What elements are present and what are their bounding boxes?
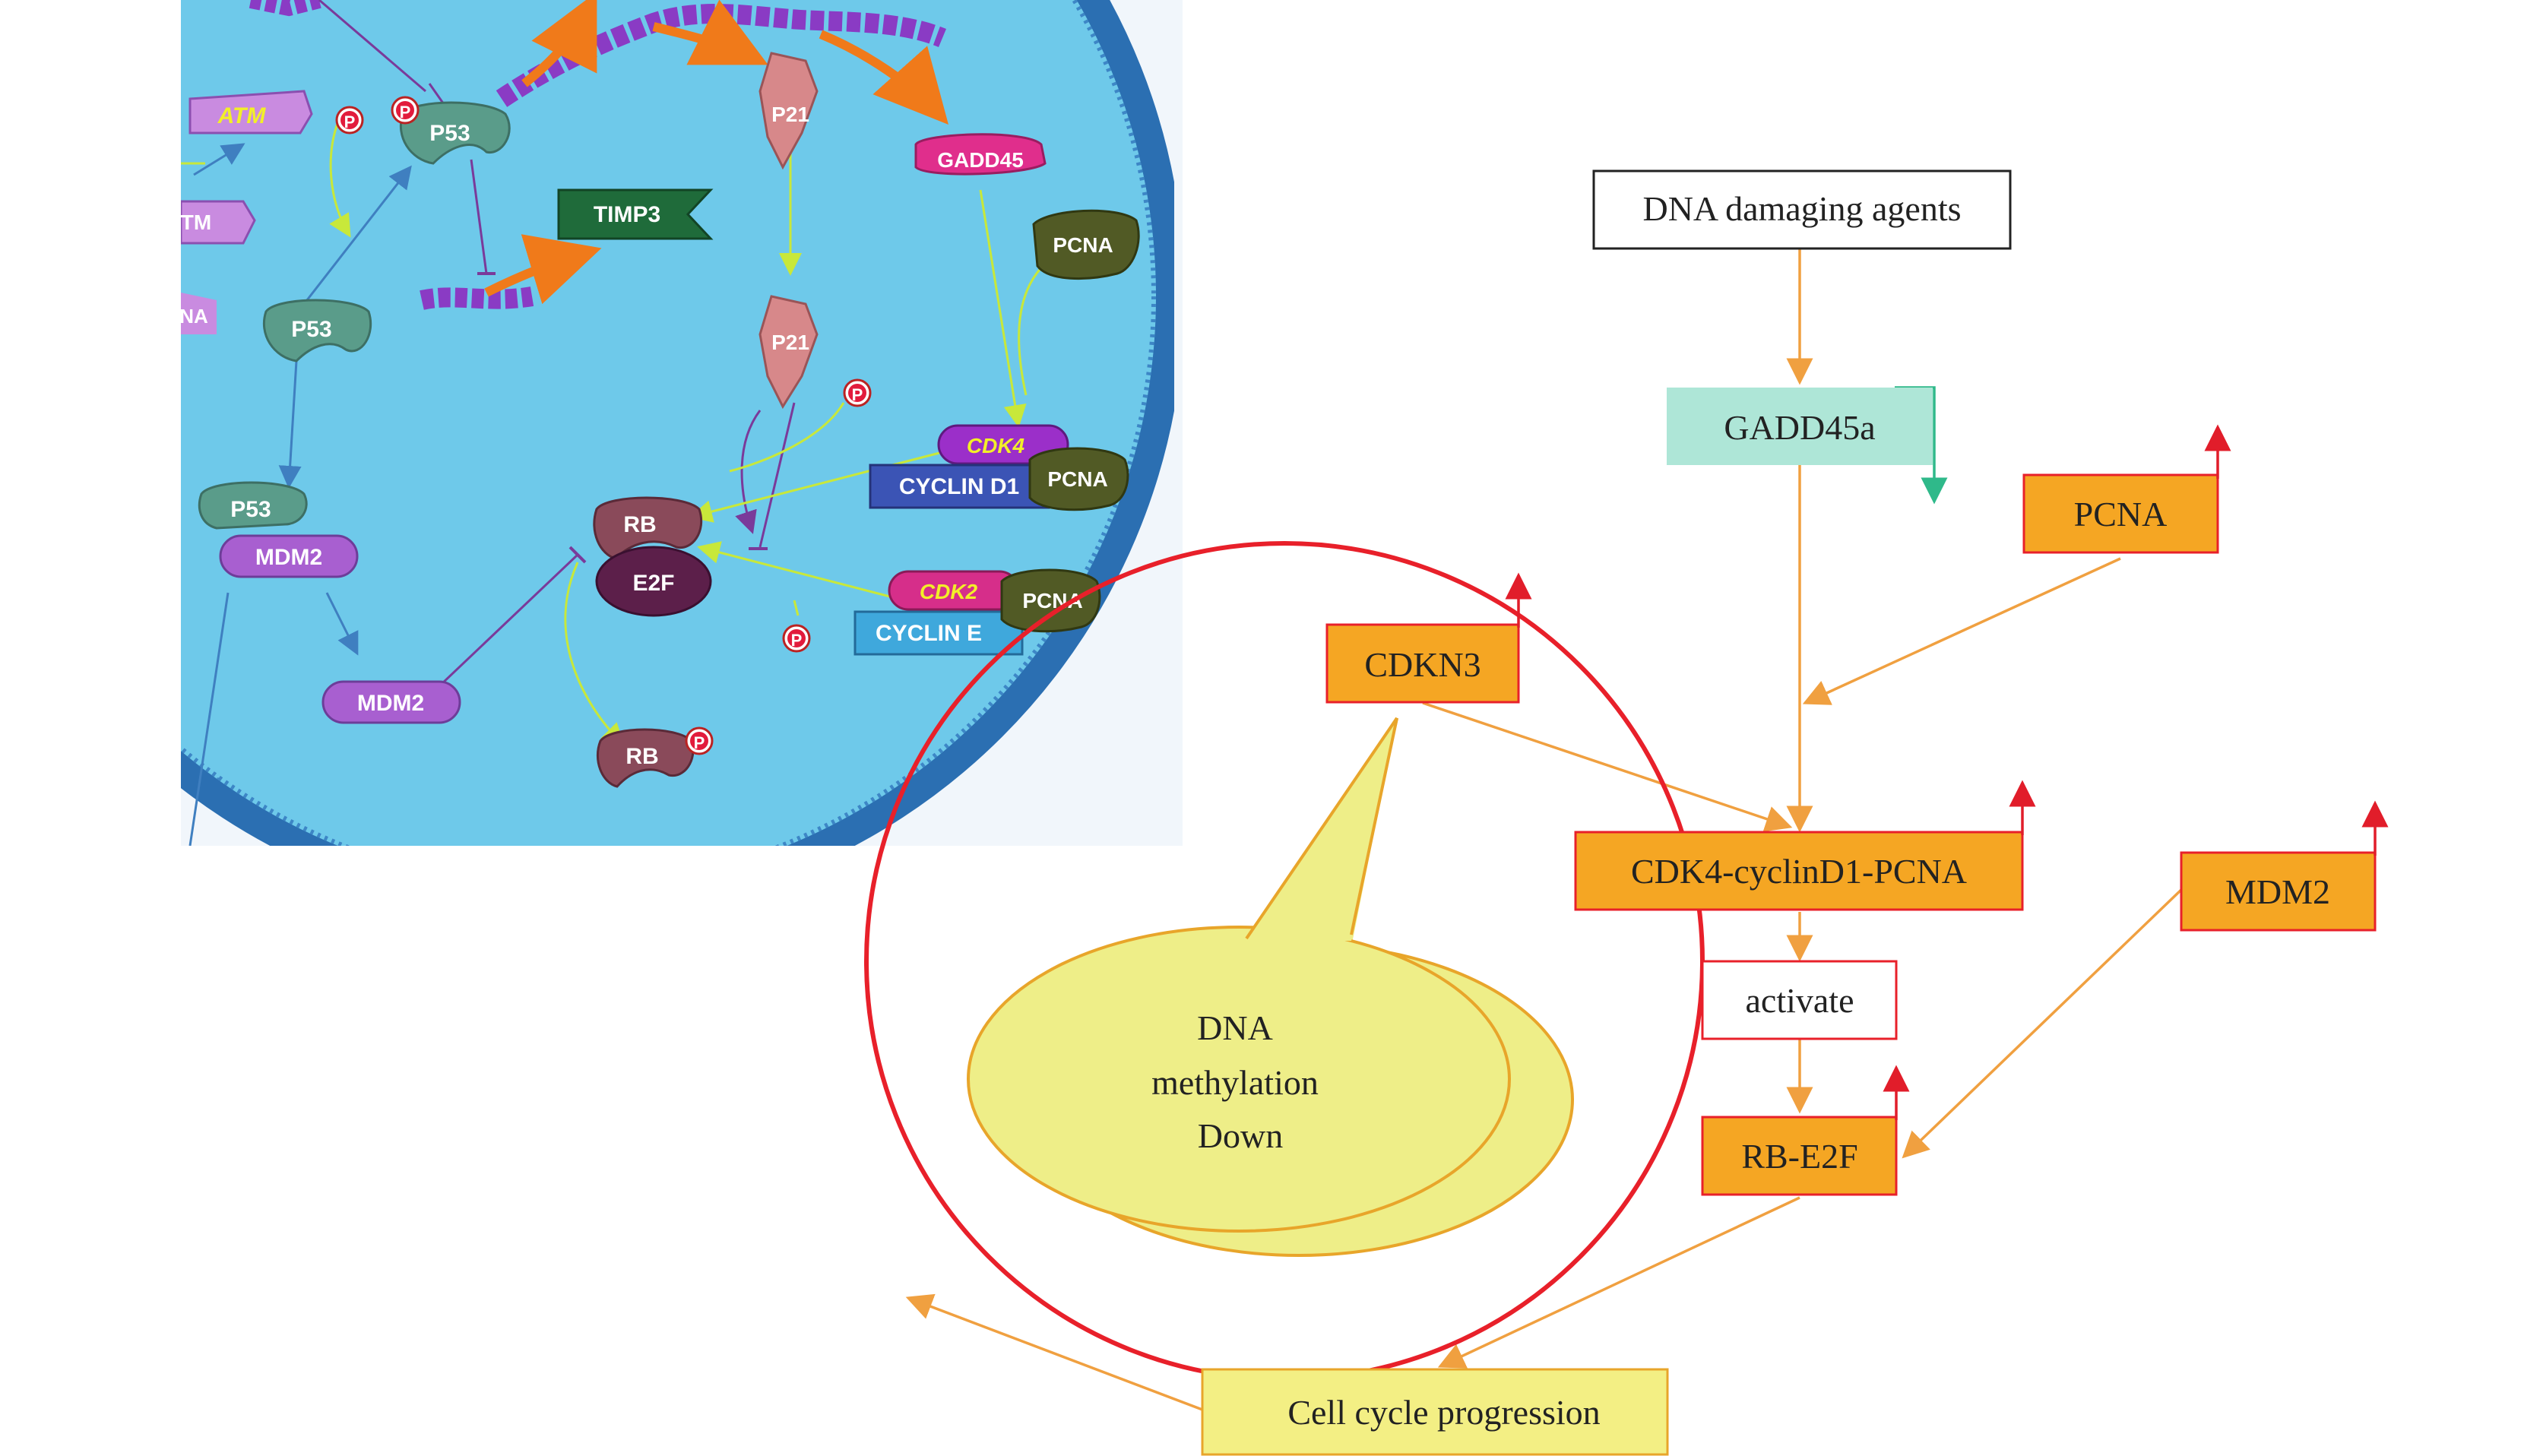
bubble-line-3: Down — [1198, 1116, 1283, 1155]
phospho-icon: P — [843, 378, 872, 407]
svg-text:P53: P53 — [230, 497, 271, 522]
phospho-icon: P — [782, 624, 811, 653]
svg-text:activate: activate — [1745, 981, 1854, 1020]
svg-text:P: P — [694, 733, 705, 752]
svg-text:P21: P21 — [771, 103, 809, 126]
svg-text:P21: P21 — [771, 331, 809, 354]
svg-text:CDKN3: CDKN3 — [1364, 645, 1481, 684]
p53-mdm2-complex: P53 MDM2 — [198, 481, 359, 578]
svg-text:RB: RB — [623, 512, 656, 537]
p53-protein-1: P53 — [399, 101, 511, 165]
node-pcna: PCNA — [2022, 424, 2231, 554]
atm-protein-1: ATM — [188, 90, 313, 135]
timp3-label: TIMP3 — [557, 188, 714, 240]
phospho-icon: P — [335, 106, 364, 135]
arrow-pcna-to-trunk — [1802, 557, 2121, 705]
svg-text:NA: NA — [179, 305, 208, 328]
svg-text:P: P — [791, 631, 803, 650]
p21-protein-1: P21 — [758, 52, 819, 170]
connector-arrows — [905, 248, 2185, 1411]
svg-text:P: P — [400, 103, 411, 122]
svg-text:PCNA: PCNA — [1047, 467, 1107, 491]
phospho-icon: P — [391, 96, 420, 125]
svg-text:GADD45a: GADD45a — [1724, 408, 1875, 447]
svg-text:P: P — [344, 112, 356, 131]
bubble-line-2: methylation — [1151, 1063, 1319, 1102]
svg-text:P53: P53 — [291, 317, 331, 342]
atm-protein-2: TM — [181, 200, 256, 245]
svg-text:ATM: ATM — [217, 103, 267, 128]
cdk4-cyclind1-complex: CDK4 CYCLIN D1 PCNA — [869, 424, 1129, 511]
svg-text:DNA damaging agents: DNA damaging agents — [1642, 189, 1961, 228]
p53-protein-2: P53 — [262, 299, 372, 362]
arrow-cdkn3-to-complex — [1422, 701, 1793, 832]
svg-text:PCNA: PCNA — [1053, 233, 1113, 257]
pathway-image: ATM TM NA P53 P53 P53 MDM2 MDM2 — [179, 0, 1183, 846]
phospho-icon: P — [685, 726, 714, 755]
node-dna-damaging-agents: DNA damaging agents — [1592, 169, 2012, 250]
node-rb-e2f: RB-E2F — [1701, 1065, 1910, 1196]
node-gadd45a: GADD45a — [1667, 388, 1933, 465]
arrow-cellcycle-outgoing — [905, 1293, 1203, 1411]
svg-text:TM: TM — [181, 210, 211, 234]
rb-e2f-complex: RB E2F — [593, 496, 712, 617]
phospho-markers: P P P P P — [335, 96, 872, 755]
node-mdm2: MDM2 — [2180, 800, 2389, 932]
node-activate: activate — [1701, 960, 1898, 1040]
node-cell-cycle-progression: Cell cycle progression — [1201, 1368, 1669, 1456]
svg-text:RB: RB — [625, 744, 658, 769]
svg-text:CDK2: CDK2 — [920, 580, 978, 603]
na-fragment: NA — [179, 293, 217, 334]
p21-protein-2: P21 — [758, 295, 819, 410]
mdm2-protein: MDM2 — [321, 680, 461, 724]
svg-text:PCNA: PCNA — [2074, 495, 2168, 533]
svg-text:MDM2: MDM2 — [2225, 872, 2330, 911]
svg-text:E2F: E2F — [632, 571, 674, 596]
svg-text:MDM2: MDM2 — [255, 545, 322, 570]
svg-text:RB-E2F: RB-E2F — [1741, 1137, 1857, 1176]
cdk2-cycline-complex: CDK2 CYCLIN E PCNA — [853, 568, 1101, 656]
svg-text:CDK4: CDK4 — [967, 434, 1025, 457]
svg-text:CDK4-cyclinD1-PCNA: CDK4-cyclinD1-PCNA — [1631, 852, 1967, 891]
rb-phosphorylated: RB — [596, 728, 695, 788]
arrow-rbe2f-to-cellcycle — [1437, 1196, 1800, 1369]
svg-text:MDM2: MDM2 — [357, 691, 424, 716]
svg-text:TIMP3: TIMP3 — [594, 202, 660, 227]
svg-text:Cell cycle progression: Cell cycle progression — [1287, 1393, 1600, 1432]
svg-text:P: P — [852, 385, 863, 404]
methylation-bubble: DNA methylation Down — [967, 717, 1574, 1258]
svg-text:GADD45: GADD45 — [937, 148, 1024, 172]
dna-strand-mid — [420, 286, 534, 310]
svg-text:P53: P53 — [429, 121, 470, 146]
arrow-mdm2-to-rbe2f — [1902, 886, 2185, 1159]
node-cdk4-cyclind1-pcna: CDK4-cyclinD1-PCNA — [1574, 780, 2036, 911]
bubble-line-1: DNA — [1197, 1008, 1273, 1047]
node-cdkn3: CDKN3 — [1325, 572, 1532, 704]
svg-text:CYCLIN D1: CYCLIN D1 — [899, 474, 1019, 499]
pcna-protein-1: PCNA — [1032, 209, 1140, 280]
svg-text:CYCLIN E: CYCLIN E — [876, 621, 982, 646]
gadd45-protein: GADD45 — [914, 133, 1047, 176]
